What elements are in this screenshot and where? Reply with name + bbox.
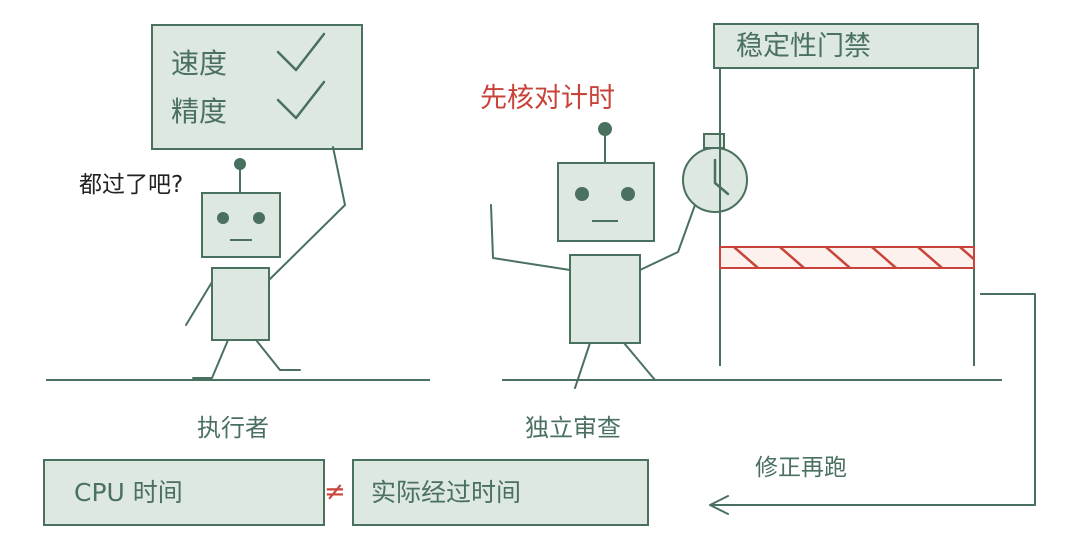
checklist-board [151, 24, 363, 150]
gate-title: 稳定性门禁 [736, 31, 871, 62]
wall-time-box [352, 459, 649, 526]
robot-body [569, 254, 641, 344]
not-equal-icon: ≠ [324, 477, 346, 507]
checklist-item-speed: 速度 [171, 47, 228, 80]
robot-leg [623, 342, 676, 381]
robot-head [201, 192, 281, 258]
robot-eye [217, 212, 229, 224]
reviewer-headline: 先核对计时 [480, 83, 615, 114]
stopwatch-hands [713, 158, 730, 196]
executor-caption: 执行者 [197, 414, 269, 442]
arrow-head-icon [709, 495, 729, 515]
loop-arrow [712, 293, 1036, 506]
reviewer-caption: 独立审查 [525, 414, 621, 442]
robot-arm-raised [268, 146, 346, 281]
check-icon [276, 32, 326, 72]
antenna-ball [598, 122, 612, 136]
stopwatch-icon [682, 133, 748, 213]
executor-robot [185, 146, 346, 379]
check-icon [276, 80, 326, 120]
stability-gate [713, 23, 979, 366]
antenna-ball [234, 158, 246, 170]
robot-arm-left [490, 204, 571, 271]
robot-leg [192, 339, 229, 379]
gate-barrier [719, 246, 975, 269]
robot-leg [574, 342, 591, 389]
checklist-item-precision: 精度 [171, 95, 228, 128]
robot-eye [621, 187, 635, 201]
robot-eye [253, 212, 265, 224]
gate-sign [713, 23, 979, 69]
cpu-time-label: CPU 时间 [74, 478, 183, 507]
wall-time-label: 实际经过时间 [371, 478, 522, 507]
robot-arm-low [185, 281, 213, 326]
executor-speech: 都过了吧? [79, 172, 184, 198]
cpu-time-box [43, 459, 325, 526]
robot-arm-right [639, 204, 696, 271]
reviewer-robot [490, 122, 696, 389]
robot-head [557, 162, 655, 242]
robot-leg [255, 339, 301, 371]
barrier-stripes [733, 247, 974, 268]
robot-eye [575, 187, 589, 201]
robot-body [211, 267, 270, 341]
loop-label: 修正再跑 [755, 455, 847, 481]
